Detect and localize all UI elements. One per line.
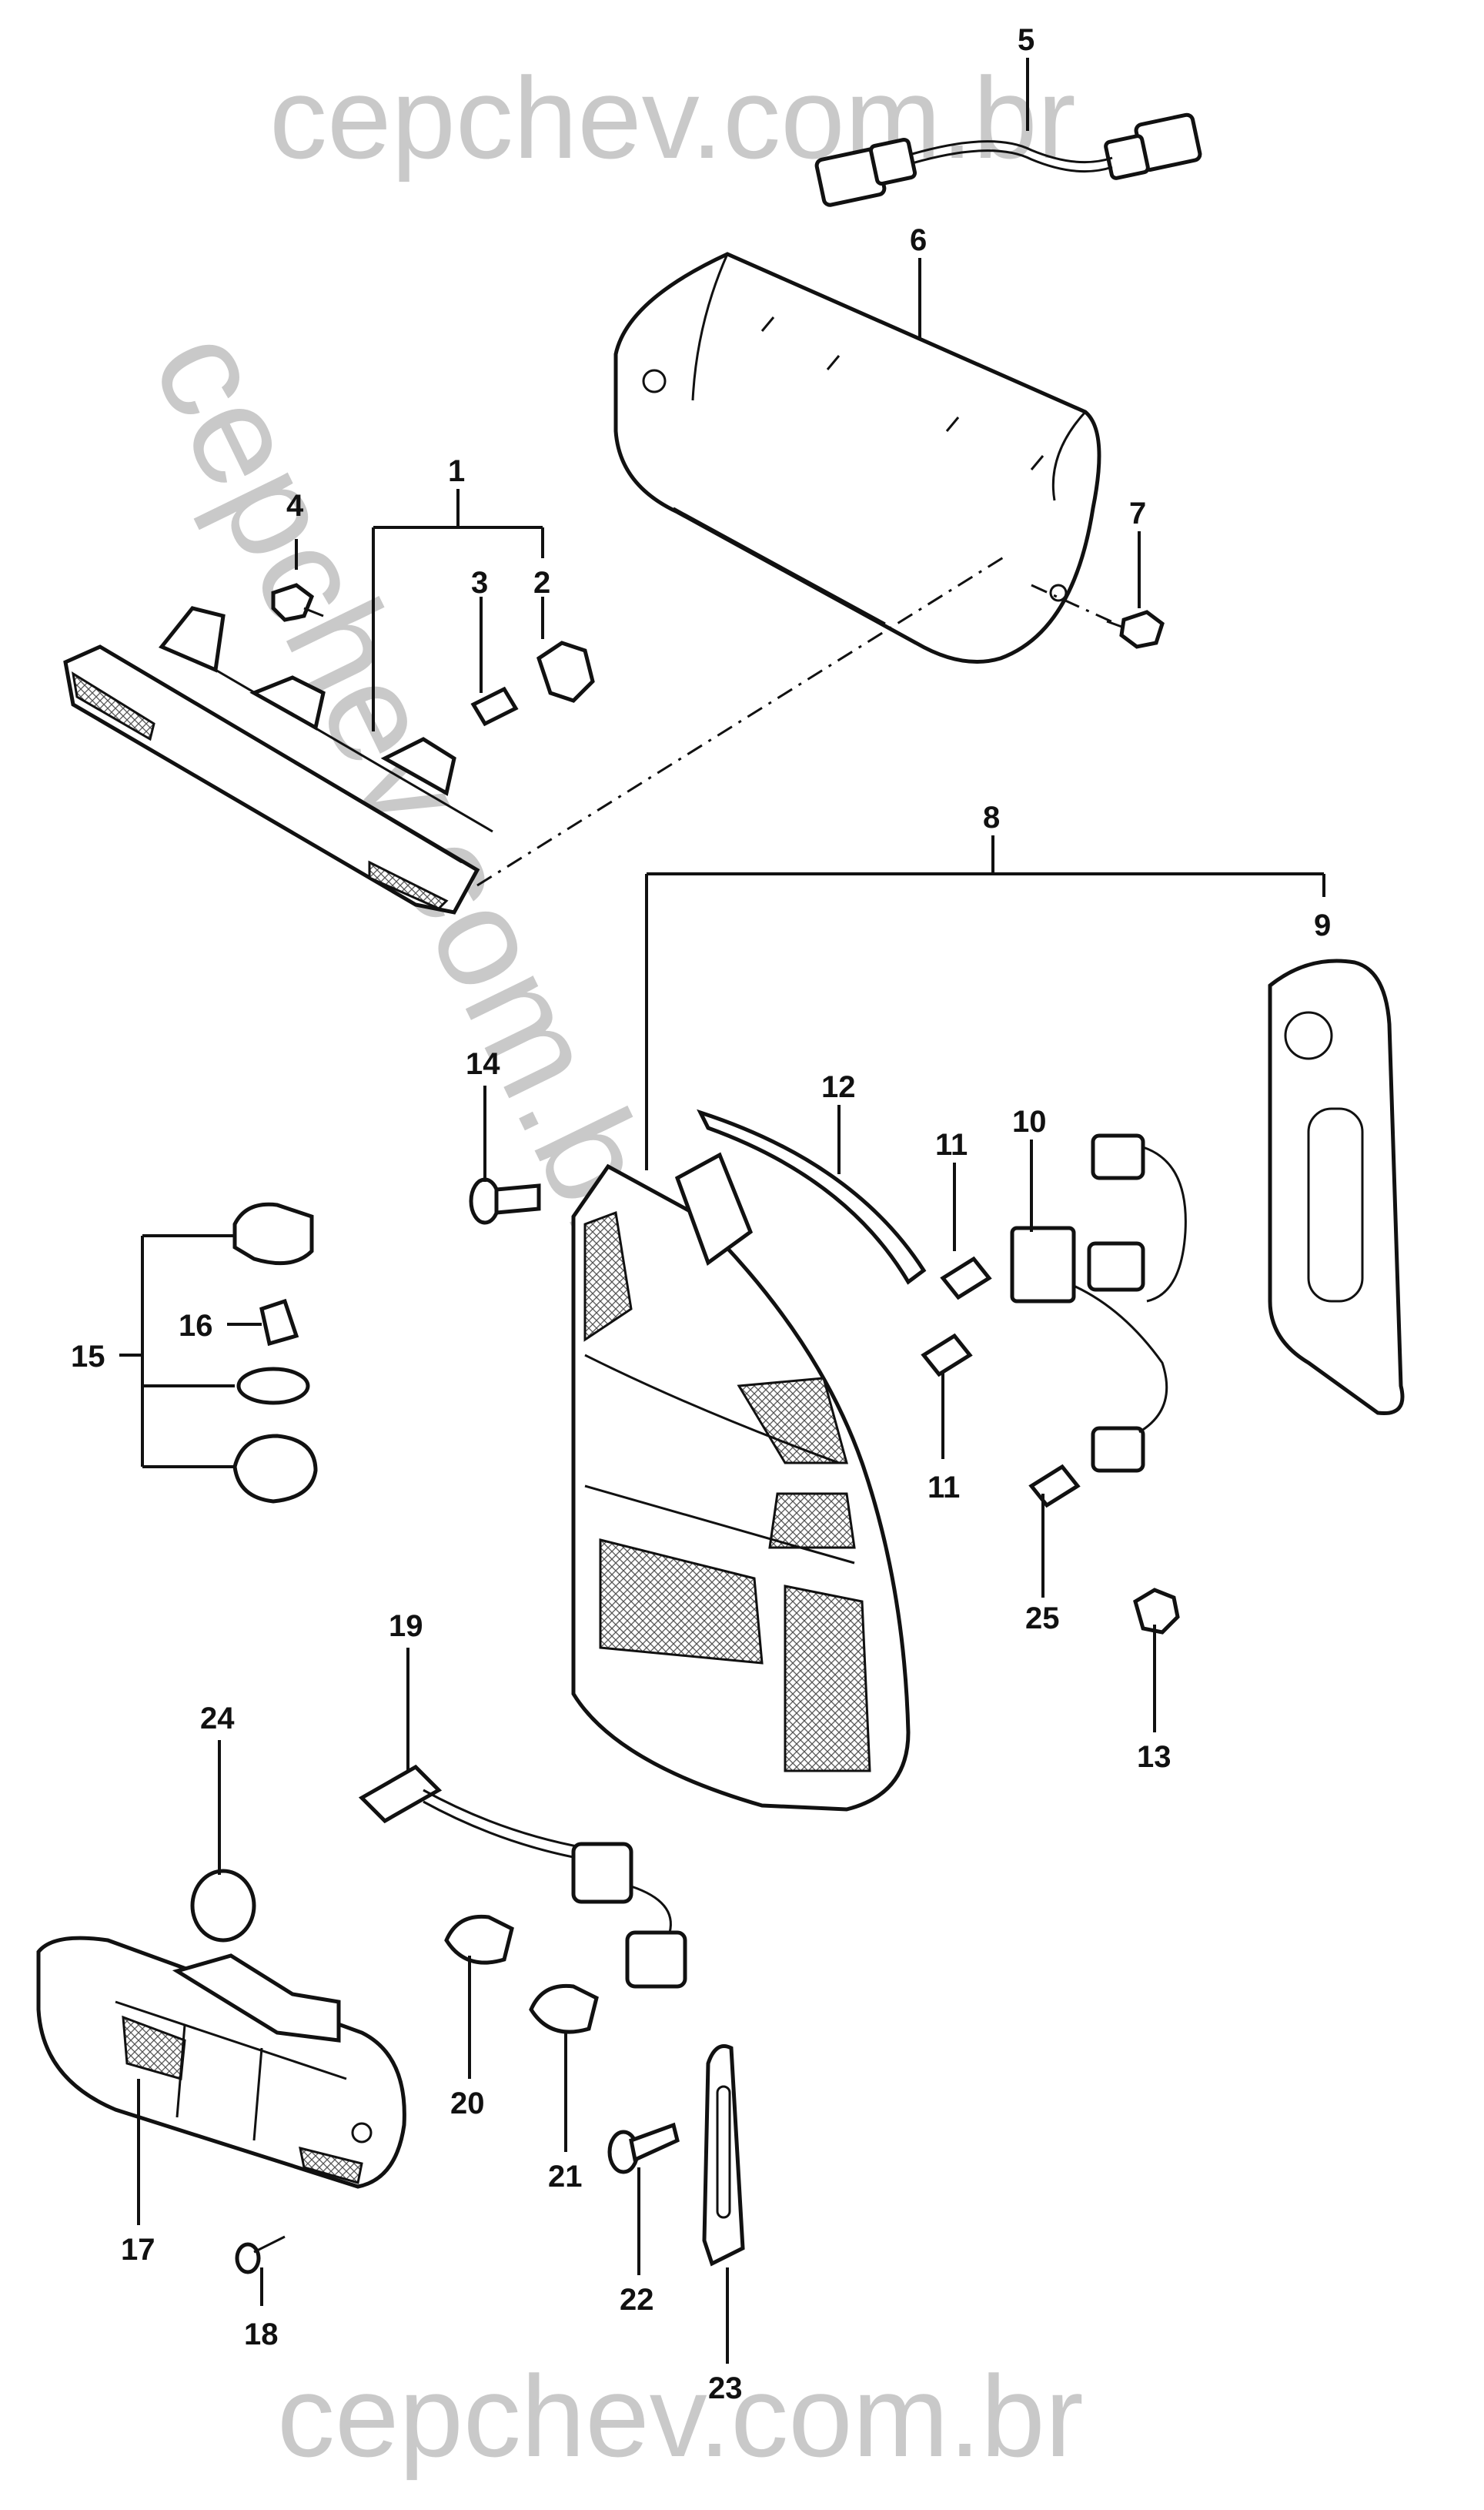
part-20-bulb (444, 1914, 514, 1965)
part-25-bulb (1028, 1464, 1081, 1508)
callout-16: 16 (179, 1309, 213, 1343)
part-10-socket-harness (1010, 1133, 1187, 1473)
callout-11-upper: 11 (935, 1128, 968, 1162)
callout-18: 18 (244, 2318, 279, 2351)
callout-5: 5 (1018, 23, 1034, 57)
callout-20: 20 (450, 2087, 485, 2120)
part-15-dome (232, 1434, 318, 1504)
callout-22: 22 (620, 2283, 654, 2317)
alignment-line-part7 (1031, 584, 1117, 625)
callout-1: 1 (448, 454, 465, 488)
callout-8: 8 (983, 801, 1000, 835)
callout-15: 15 (71, 1340, 105, 1374)
part-7-clip (1106, 610, 1165, 649)
part-22-screw (607, 2122, 680, 2174)
part-15-lens-set (232, 1202, 318, 1504)
part-13-clip (1133, 1588, 1180, 1635)
part-1-high-mount-lamp (63, 606, 493, 915)
callout-9: 9 (1314, 909, 1331, 942)
part-8-tail-lamp (571, 1152, 911, 1812)
part-16-clip (259, 1298, 299, 1347)
part-2-socket (536, 641, 595, 703)
callout-23: 23 (708, 2371, 743, 2405)
leader-lines (119, 58, 1325, 2364)
part-23-bracket (702, 2044, 745, 2267)
part-24-cap (190, 1869, 256, 1943)
part-14-screw (469, 1177, 541, 1225)
callout-3: 3 (471, 566, 488, 600)
callout-13: 13 (1137, 1740, 1171, 1774)
watermark-diagonal: cepchev.com.br (122, 306, 701, 1270)
part-12-trim (697, 1109, 927, 1285)
part-11-bulb-upper (940, 1256, 992, 1300)
part-5-harness (814, 112, 1202, 207)
callout-10: 10 (1012, 1105, 1047, 1139)
callout-12: 12 (821, 1070, 856, 1104)
callout-2: 2 (533, 566, 550, 600)
part-6-housing (613, 252, 1101, 664)
part-9-gasket (1268, 959, 1405, 1416)
callout-21: 21 (548, 2160, 583, 2194)
callout-17: 17 (121, 2233, 155, 2267)
part-19-harness (358, 1764, 687, 1989)
part-21-bulb (529, 1983, 599, 2034)
part-15-ring (236, 1367, 310, 1405)
callout-25: 25 (1025, 1601, 1060, 1635)
part-3-bulb (470, 686, 519, 727)
watermark-top: cepchev.com.br (269, 53, 1076, 182)
callout-14: 14 (466, 1047, 500, 1081)
part-15-cap (232, 1202, 314, 1266)
part-18-screw (235, 2235, 286, 2274)
part-11-bulb-lower (921, 1333, 973, 1377)
callout-7: 7 (1129, 497, 1146, 530)
watermark-bottom: cepchev.com.br (277, 2351, 1084, 2481)
callout-6: 6 (910, 223, 927, 257)
callout-4: 4 (286, 489, 304, 523)
part-4-screw (271, 583, 324, 622)
part-17-side-lamp (36, 1936, 406, 2189)
callout-24: 24 (200, 1702, 235, 1735)
alignment-line-upper (476, 553, 1009, 887)
callout-19: 19 (389, 1609, 423, 1643)
callout-11-lower: 11 (928, 1471, 960, 1504)
